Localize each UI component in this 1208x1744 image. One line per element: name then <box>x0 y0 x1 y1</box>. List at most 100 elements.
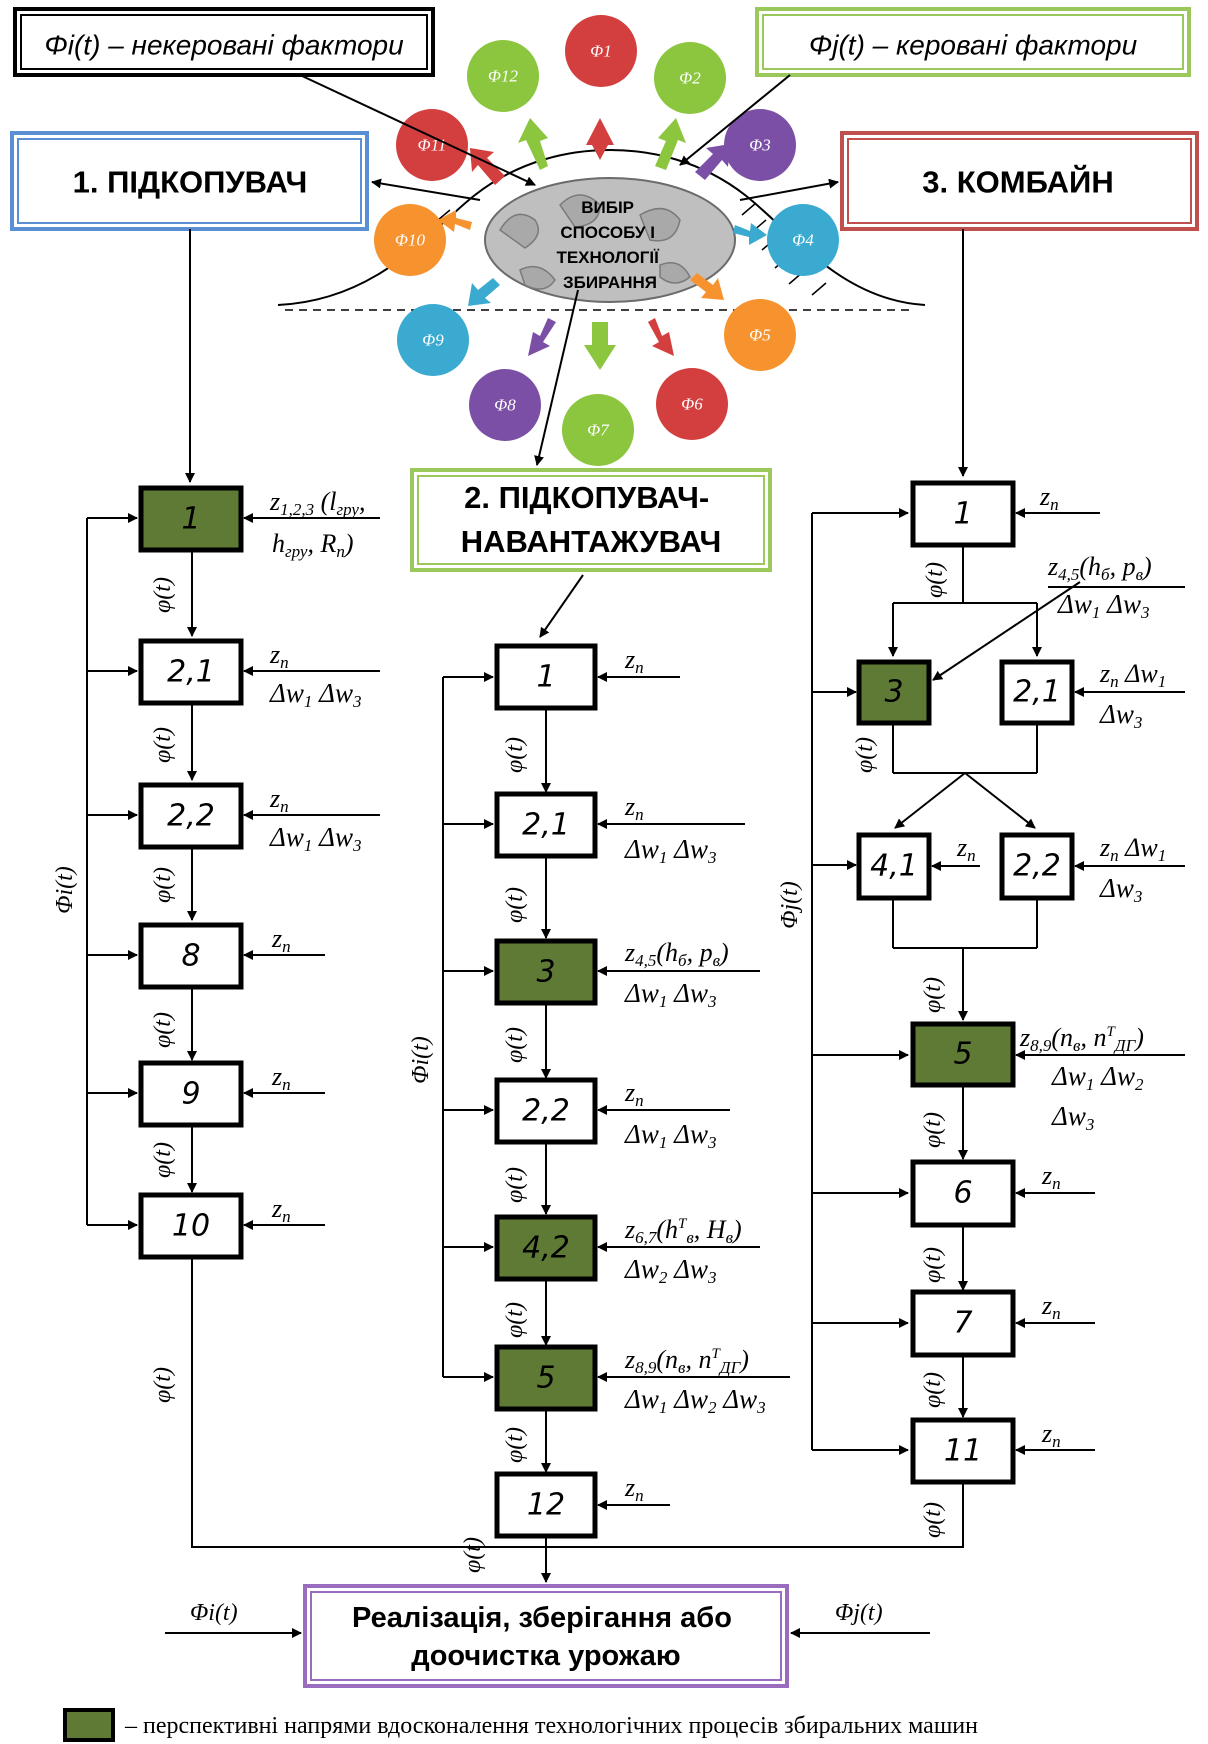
svg-text:2. ПІДКОПУВАЧ- НАВАНТАЖУ: 2. ПІДКОПУВАЧ- НАВАНТАЖУВАЧ <box>461 480 722 559</box>
svg-text:φ(t): φ(t) <box>460 1537 486 1573</box>
machine-1-title-text: 1. ПІДКОПУВАЧ <box>73 165 308 200</box>
col3-block-4: 4,1 <box>856 832 932 901</box>
svg-text:Φ4: Φ4 <box>792 231 814 250</box>
svg-text:Φ1: Φ1 <box>590 42 611 61</box>
svg-text:Δw1 Δw3: Δw1 Δw3 <box>1057 589 1149 622</box>
svg-text:Φ10: Φ10 <box>395 231 425 250</box>
svg-text:1: 1 <box>181 502 200 537</box>
svg-text:φ(t): φ(t) <box>502 737 528 773</box>
svg-text:φ(t): φ(t) <box>502 1167 528 1203</box>
svg-text:φ(t): φ(t) <box>920 1372 946 1408</box>
svg-text:3: 3 <box>536 955 555 990</box>
svg-text:φ(t): φ(t) <box>150 1142 176 1178</box>
controlled-factors-text: Φj(t) – керовані фактори <box>809 30 1138 61</box>
col2-block-6: 5 <box>494 1344 598 1412</box>
col2-block-1: 1 <box>494 643 598 711</box>
svg-text:zп Δw1: zп Δw1 <box>1099 833 1166 865</box>
svg-text:zп: zп <box>956 833 976 865</box>
col2-block-3: 3 <box>494 938 598 1006</box>
svg-text:φ(t): φ(t) <box>502 1027 528 1063</box>
col3-Phi-j-label: Φj(t) <box>777 881 803 929</box>
factor-circle-6: Φ6 <box>656 368 728 440</box>
svg-text:1: 1 <box>953 497 972 532</box>
svg-text:2,2: 2,2 <box>1013 849 1061 884</box>
svg-text:8: 8 <box>181 939 200 974</box>
svg-text:12: 12 <box>527 1488 565 1523</box>
svg-text:Δw3: Δw3 <box>1099 873 1142 906</box>
machine-1-title: 1. ПІДКОПУВАЧ <box>10 131 369 231</box>
col2-block-5: 4,2 <box>494 1214 598 1282</box>
svg-text:φ(t): φ(t) <box>502 887 528 923</box>
factor-circle-2: Φ2 <box>654 42 726 114</box>
svg-text:φ(t): φ(t) <box>920 1502 946 1538</box>
col3-block-5: 2,2 <box>999 832 1075 901</box>
col3-block-9: 11 <box>910 1417 1016 1485</box>
legend: – перспективні напрями вдосконалення тех… <box>63 1708 978 1742</box>
factor-circle-3: Φ3 <box>724 109 796 181</box>
svg-text:5: 5 <box>953 1037 972 1072</box>
svg-text:10: 10 <box>172 1209 210 1244</box>
svg-text:2,1: 2,1 <box>522 808 570 843</box>
svg-text:4,1: 4,1 <box>870 849 918 884</box>
svg-text:zп: zп <box>1041 1291 1061 1323</box>
soil-ridge <box>277 148 926 311</box>
svg-text:φ(t): φ(t) <box>150 1367 176 1403</box>
svg-text:zп Δw1: zп Δw1 <box>1099 659 1166 691</box>
svg-text:zп: zп <box>624 1078 644 1110</box>
factor-circle-10: Φ10 <box>374 204 446 276</box>
col2-block-7: 12 <box>494 1471 598 1539</box>
svg-text:7: 7 <box>953 1306 972 1341</box>
legend-text: – перспективні напрями вдосконалення тех… <box>124 1713 978 1739</box>
col3-block-7: 6 <box>910 1159 1016 1228</box>
svg-text:zп: zп <box>271 1062 291 1094</box>
svg-text:Δw3: Δw3 <box>1051 1101 1094 1134</box>
col1-block-1: 1 <box>138 485 244 553</box>
machine-2-title-line-2: НАВАНТАЖУВАЧ <box>461 524 722 559</box>
col1-input-1-b: hгру, Rп) <box>272 529 354 561</box>
machine-2-title: 2. ПІДКОПУВАЧ- НАВАНТАЖУВАЧ <box>410 468 772 572</box>
col3-block-3: 2,1 <box>999 659 1075 726</box>
svg-text:Δw1 Δw3: Δw1 Δw3 <box>624 978 716 1011</box>
svg-text:2,1: 2,1 <box>1013 675 1061 710</box>
svg-text:2,1: 2,1 <box>167 655 215 690</box>
svg-text:φ(t): φ(t) <box>502 1302 528 1338</box>
col2-block-2: 2,1 <box>494 791 598 859</box>
final-line-2: доочистка урожаю <box>411 1640 680 1672</box>
factor-circle-4: Φ4 <box>767 204 839 276</box>
legend-swatch <box>63 1708 115 1742</box>
svg-text:Φ3: Φ3 <box>749 136 770 155</box>
svg-text:zп: zп <box>624 1473 644 1505</box>
svg-text:Δw1 Δw3: Δw1 Δw3 <box>269 678 361 711</box>
svg-text:5: 5 <box>536 1361 555 1396</box>
svg-text:φ(t): φ(t) <box>852 737 878 773</box>
svg-text:φ(t): φ(t) <box>150 727 176 763</box>
svg-text:6: 6 <box>953 1176 972 1211</box>
svg-text:Δw1 Δw2: Δw1 Δw2 <box>1051 1061 1144 1094</box>
svg-text:z4,5(hб, pв): z4,5(hб, pв) <box>624 938 729 970</box>
factor-circles: Φ1 Φ2 Φ3 Φ4 Φ5 Φ6 Φ7 Φ8 Φ9 Φ10 Φ11 Φ12 <box>374 15 839 466</box>
svg-text:zп: zп <box>269 640 289 672</box>
col3-block-2: 3 <box>856 659 932 726</box>
svg-text:zп: zп <box>624 792 644 824</box>
col1-block-3: 2,2 <box>138 782 244 850</box>
machine-3-title-text: 3. КОМБАЙН <box>922 164 1113 200</box>
col3-block-8: 7 <box>910 1289 1016 1358</box>
factor-circle-11: Φ11 <box>396 109 468 181</box>
svg-text:2,2: 2,2 <box>167 799 215 834</box>
svg-text:Δw2 Δw3: Δw2 Δw3 <box>624 1254 716 1287</box>
col1-block-6: 10 <box>138 1192 244 1260</box>
final-left-input: Φi(t) <box>190 1600 238 1626</box>
col2-block-4: 2,2 <box>494 1077 598 1145</box>
svg-text:zп: zп <box>271 924 291 956</box>
svg-text:Φ6: Φ6 <box>681 395 703 414</box>
svg-text:φ(t): φ(t) <box>150 867 176 903</box>
svg-text:Δw1 Δw3: Δw1 Δw3 <box>624 834 716 867</box>
svg-text:Φ5: Φ5 <box>749 326 770 345</box>
col1-block-5: 9 <box>138 1060 244 1128</box>
col1-block-4: 8 <box>138 922 244 990</box>
col1-block-2: 2,1 <box>138 638 244 706</box>
center-line-3: ТЕХНОЛОГІЇ <box>556 248 660 267</box>
svg-text:Φ7: Φ7 <box>587 421 610 440</box>
svg-text:Δw1 Δw2 Δw3: Δw1 Δw2 Δw3 <box>624 1384 766 1417</box>
col1-input-1-a: z1,2,3 (lгру, <box>269 487 365 519</box>
